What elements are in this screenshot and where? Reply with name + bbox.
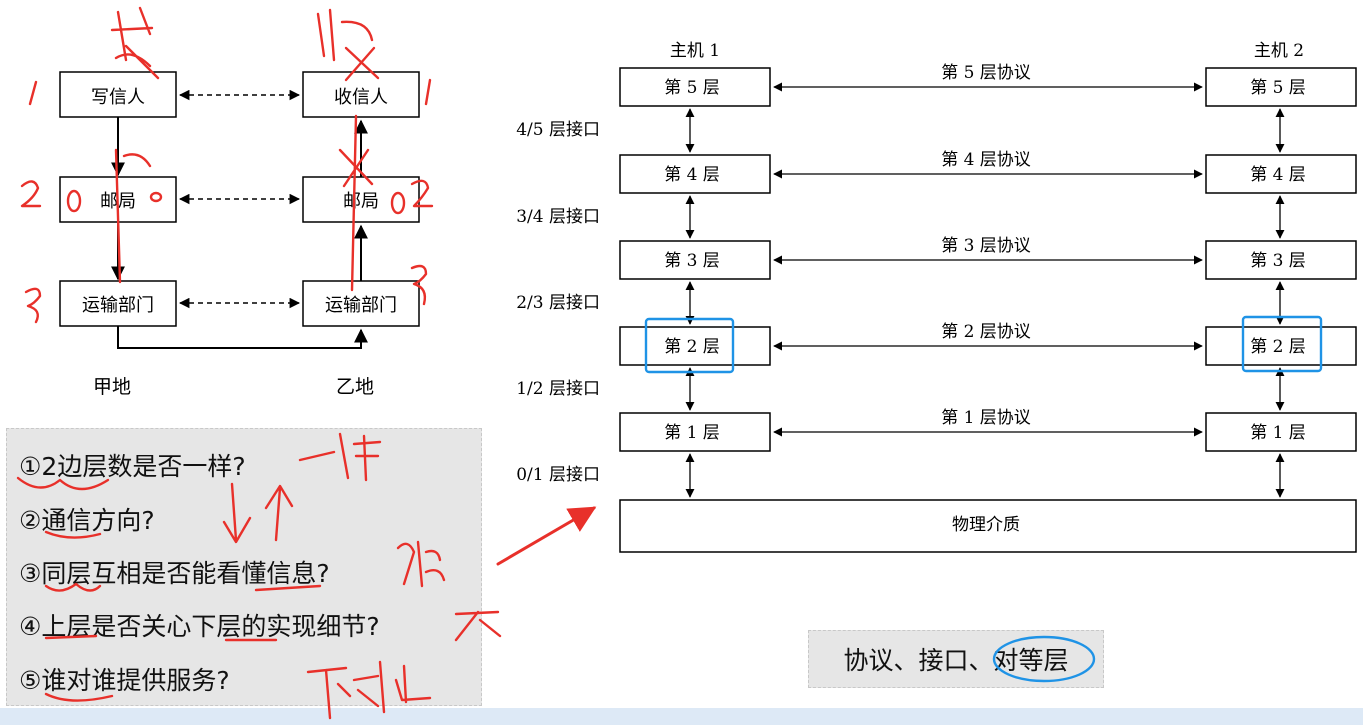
layer-box-left-1 [619,412,771,452]
transport-right-label: 运输部门 [325,295,397,316]
summary-text: 协议、接口、 [843,646,994,675]
interface-label-4: 0/1 层接口 [516,465,600,485]
question-3: ③同层互相是否能看懂信息? [19,559,330,588]
layer-label-right-3: 第 3 层 [1250,251,1306,271]
layer-label-left-5: 第 5 层 [664,78,720,98]
summary-peer-layer: 对等层 [993,646,1069,675]
question-5: ⑤谁对谁提供服务? [19,666,230,695]
protocol-label-4: 第 4 层协议 [941,150,1031,170]
protocol-label-3: 第 3 层协议 [941,236,1031,256]
writer-label: 写信人 [91,87,145,108]
summary-box: 协议、接口、对等层 [808,630,1104,688]
layer-box-left-3 [619,240,771,280]
protocol-label-5: 第 5 层协议 [941,63,1031,83]
question-2: ②通信方向? [19,506,155,535]
writer-box [59,71,177,118]
place-left-label: 甲地 [93,376,131,398]
highlight-layer2-right [1241,315,1323,373]
bottom-bar [0,708,1363,725]
layer-label-left-4: 第 4 层 [664,165,720,185]
place-right-label: 乙地 [336,376,374,398]
layer-label-right-2: 第 2 层 [1250,337,1306,357]
question-1: ①2边层数是否一样? [19,452,246,481]
host2-label: 主机 2 [1254,41,1304,61]
layer-label-right-4: 第 4 层 [1250,165,1306,185]
layer-label-right-5: 第 5 层 [1250,78,1306,98]
layer-label-left-1: 第 1 层 [664,423,720,443]
receiver-label: 收信人 [334,87,388,108]
questions-panel: ①2边层数是否一样? ②通信方向? ③同层互相是否能看懂信息? ④上层是否关心下… [6,428,482,706]
host1-label: 主机 1 [670,41,720,61]
question-4: ④上层是否关心下层的实现细节? [19,612,380,641]
layer-box-right-4 [1205,154,1357,194]
layer-label-left-2: 第 2 层 [664,337,720,357]
flow-bottom-route [117,326,368,349]
layer-box-left-4 [619,154,771,194]
layer-label-left-3: 第 3 层 [664,251,720,271]
protocol-label-1: 第 1 层协议 [941,408,1031,428]
physical-medium-label: 物理介质 [952,515,1020,535]
layer-label-right-1: 第 1 层 [1250,423,1306,443]
interface-label-0: 4/5 层接口 [516,120,600,140]
interface-label-3: 1/2 层接口 [516,379,600,399]
layer-box-right-1 [1205,412,1357,452]
layer-box-right-2 [1205,326,1357,366]
layer-box-right-3 [1205,240,1357,280]
interface-label-2: 2/3 层接口 [516,293,600,313]
highlight-layer2-left [644,317,735,374]
transport-left-label: 运输部门 [82,295,154,316]
layer-box-left-5 [619,67,771,107]
protocol-label-2: 第 2 层协议 [941,322,1031,342]
physical-medium-box [619,499,1357,553]
layer-box-right-5 [1205,67,1357,107]
interface-label-1: 3/4 层接口 [516,207,600,227]
